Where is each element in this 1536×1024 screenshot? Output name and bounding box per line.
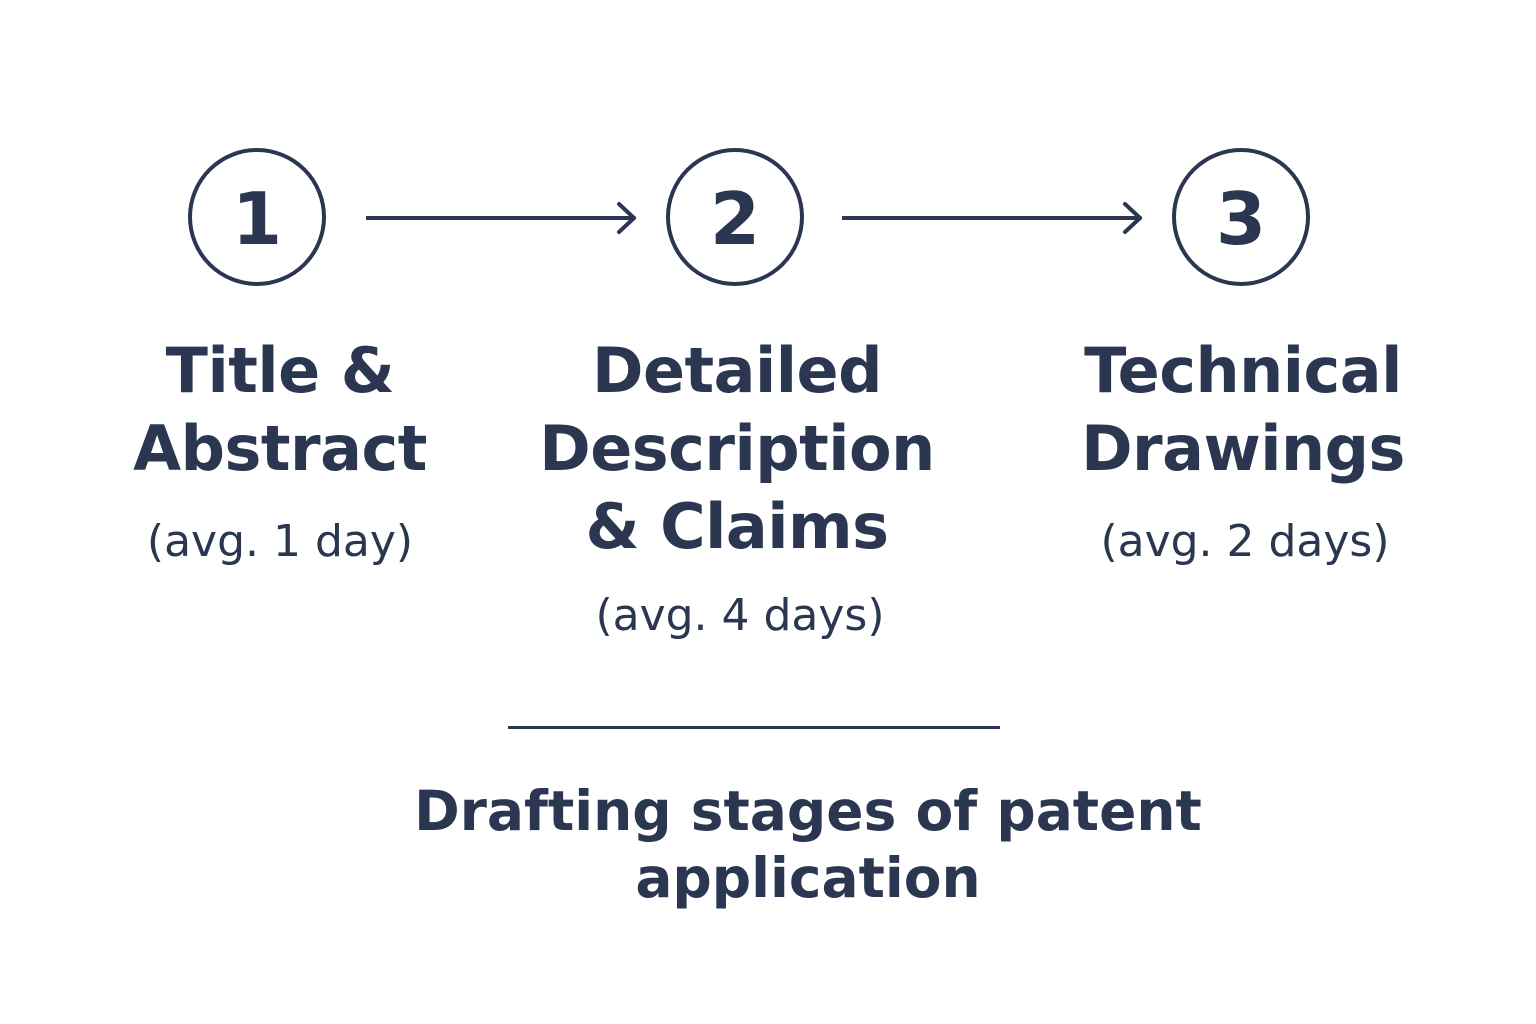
step-3-number: 3 [1215,177,1267,261]
step-2-number-circle: 2 [666,148,804,286]
step-3-title: Technical Drawings [1033,332,1453,488]
step-1-title-line: Abstract [133,412,427,485]
step-1-number: 1 [231,177,283,261]
step-2-title-line: Detailed [592,334,882,407]
step-1-duration: (avg. 1 day) [146,516,414,567]
caption-line: application [635,846,981,910]
step-2-title-line: Description [539,412,935,485]
step-2-title-line: & Claims [585,490,889,563]
diagram-caption: Drafting stages of patent application [408,778,1208,912]
step-1-title-line: Title & [165,334,395,407]
step-3-number-circle: 3 [1172,148,1310,286]
arrow-right-icon [366,202,636,234]
arrow-right-icon [842,202,1142,234]
caption-line: Drafting stages of patent [414,779,1202,843]
step-3-title-line: Technical [1084,334,1402,407]
step-3-duration: (avg. 2 days) [1100,516,1390,567]
divider [508,726,1000,729]
step-3-title-line: Drawings [1081,412,1405,485]
step-2-title: Detailed Description & Claims [527,332,947,566]
step-1-number-circle: 1 [188,148,326,286]
step-2-duration: (avg. 4 days) [595,590,885,641]
step-2-number: 2 [709,177,761,261]
step-1-title: Title & Abstract [70,332,490,488]
